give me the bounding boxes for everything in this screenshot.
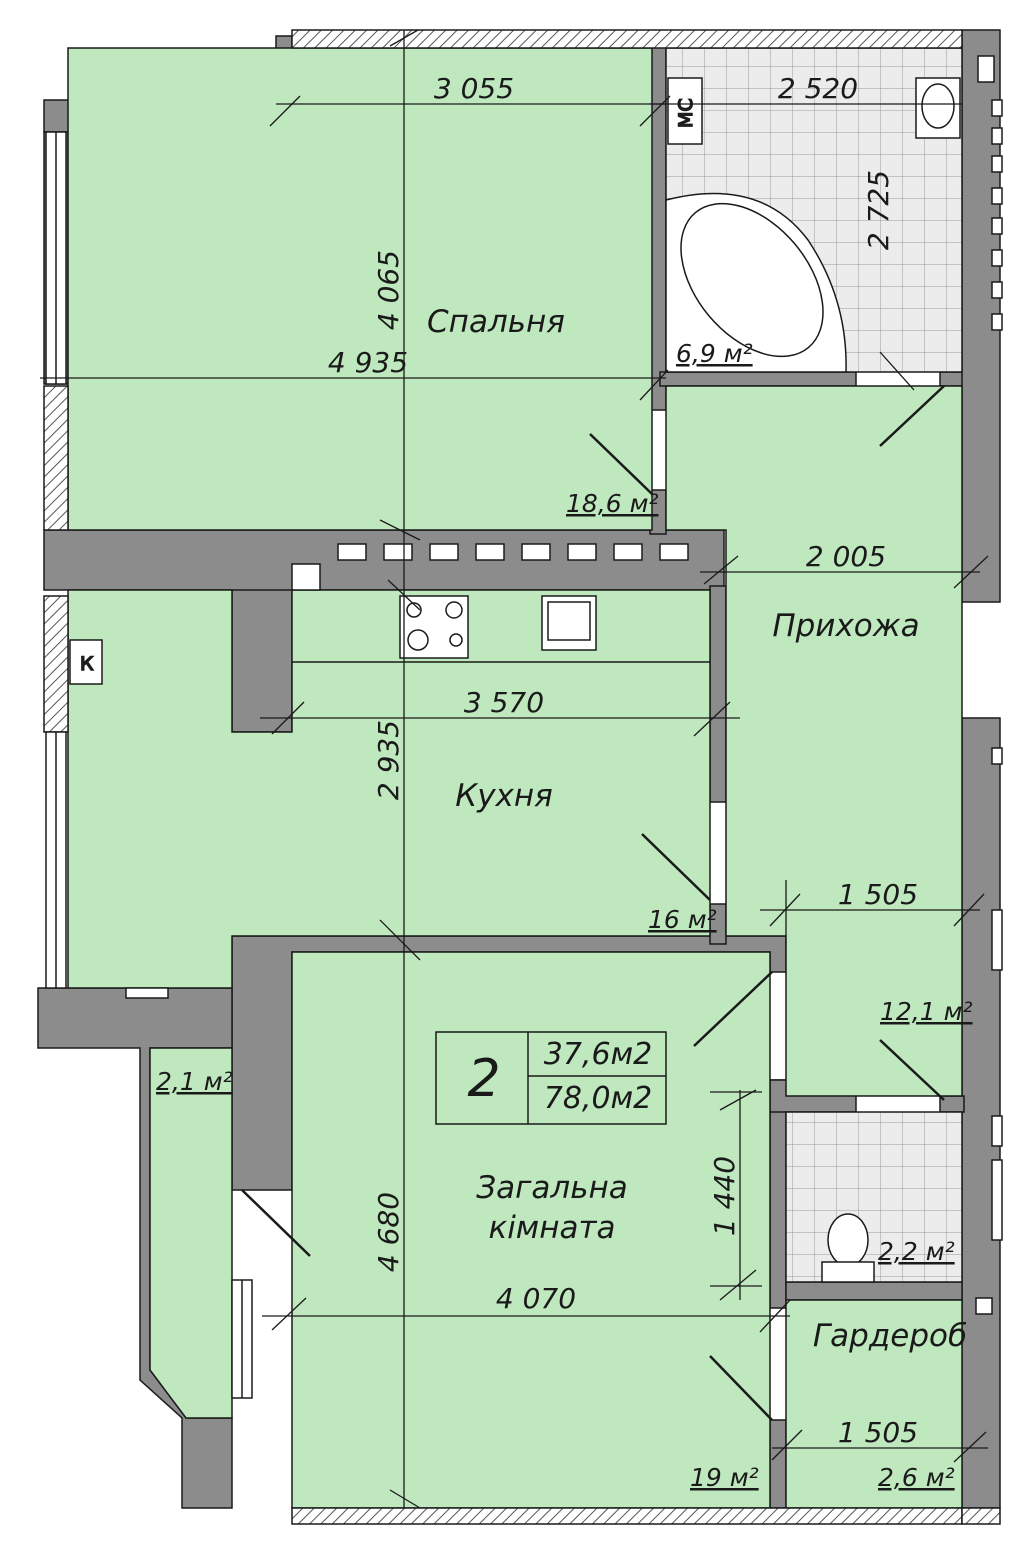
wardrobe-name: Гардероб <box>813 1318 967 1354</box>
apartment-info-box <box>435 1031 667 1125</box>
dim-wc-height: 1 440 <box>708 1156 741 1236</box>
dim-living-width: 4 070 <box>496 1282 576 1315</box>
wc-room <box>785 1111 963 1283</box>
living-name-line1: Загальна <box>476 1170 628 1206</box>
dim-bath-height: 2 725 <box>862 170 895 250</box>
living-name-line2: кімната <box>488 1210 615 1246</box>
toilet-icon <box>821 1213 875 1283</box>
door-swings <box>241 385 945 1421</box>
washbasin-icon <box>915 77 961 139</box>
living-area: 19 м² <box>690 1463 759 1492</box>
windows <box>45 131 253 1399</box>
dim-hall-width: 2 005 <box>806 540 886 573</box>
dim-hall-lower-width: 1 505 <box>838 878 918 911</box>
fixtures: К МС <box>69 77 961 1283</box>
dim-wardrobe-width: 1 505 <box>838 1416 918 1449</box>
wardrobe-area: 2,6 м² <box>878 1463 955 1492</box>
hallway-area: 12,1 м² <box>880 997 973 1026</box>
dim-kitchen-width: 3 570 <box>464 686 544 719</box>
apartment-info-text: 2 37,6м2 78,0м2 <box>467 1037 652 1116</box>
living-area-total: 37,6м2 <box>544 1037 653 1072</box>
wc-area: 2,2 м² <box>878 1237 955 1266</box>
dim-bath-width: 2 520 <box>778 72 858 105</box>
dim-bedroom-height: 4 065 <box>372 250 405 330</box>
kitchen-sink-icon <box>541 595 597 651</box>
wall-notches <box>975 55 1003 1315</box>
total-area: 78,0м2 <box>544 1081 653 1116</box>
hallway-name: Прихожа <box>772 608 919 644</box>
balcony-room <box>149 1047 233 1419</box>
boiler-icon: К <box>69 639 103 685</box>
shaft-icon: МС <box>667 77 703 145</box>
hatched-walls <box>43 29 1001 1525</box>
dim-kitchen-height: 2 935 <box>372 720 405 800</box>
bedroom-room <box>67 47 653 531</box>
rooms <box>67 47 963 1509</box>
stove-icon <box>399 595 469 659</box>
dim-bedroom-width: 3 055 <box>434 72 514 105</box>
dimension-lines <box>40 29 989 1509</box>
balcony-area: 2,1 м² <box>156 1067 233 1096</box>
rooms-count: 2 <box>467 1049 500 1109</box>
dim-bedroom-depth: 4 935 <box>328 346 408 379</box>
kitchen-room <box>67 589 711 989</box>
vent-channels <box>291 543 689 591</box>
shaft-label: МС <box>675 98 697 128</box>
dimension-labels: 3 055 2 520 4 065 2 725 4 935 2 005 3 57… <box>328 72 918 1449</box>
kitchen-name: Кухня <box>455 778 553 814</box>
bedroom-name: Спальня <box>427 304 565 340</box>
kitchen-area: 16 м² <box>648 905 717 934</box>
boiler-label: К <box>80 653 94 675</box>
bathtub-icon <box>665 192 847 373</box>
wardrobe-room <box>785 1299 963 1509</box>
dim-living-depth: 4 680 <box>372 1192 405 1272</box>
room-labels: Спальня 18,6 м² 6,9 м² Прихожа 12,1 м² К… <box>156 304 973 1492</box>
bedroom-area: 18,6 м² <box>566 489 659 518</box>
bathroom-area: 6,9 м² <box>676 339 753 368</box>
